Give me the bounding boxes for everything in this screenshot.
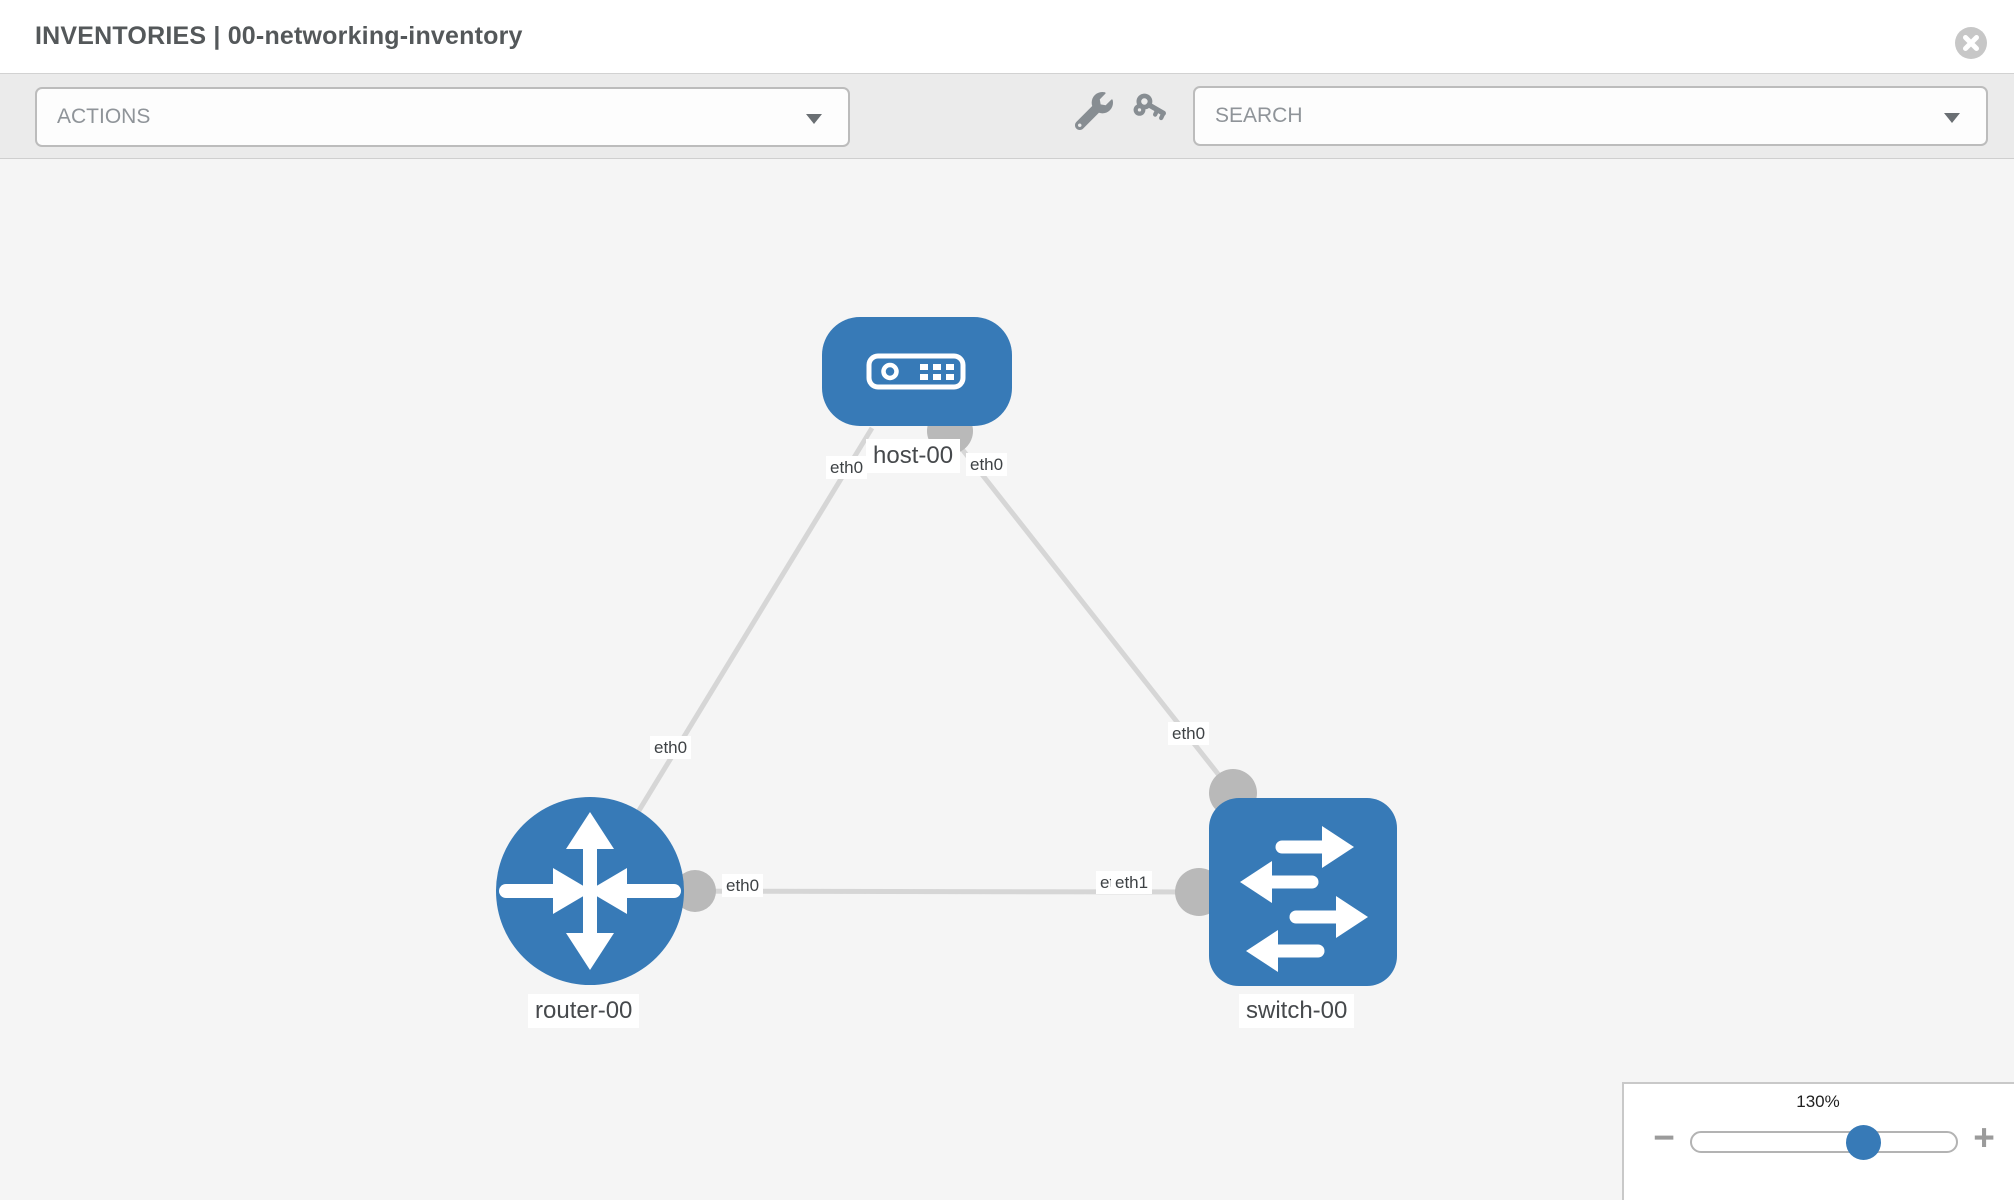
router-icon [499, 812, 681, 970]
node-switch[interactable] [1209, 798, 1397, 986]
zoom-slider[interactable] [1690, 1131, 1958, 1153]
actions-select[interactable]: ACTIONS [35, 87, 850, 147]
chevron-down-icon [1943, 111, 1961, 129]
close-button[interactable] [1954, 26, 1988, 60]
search-select-label: SEARCH [1215, 104, 1303, 127]
page-title: INVENTORIES | 00-networking-inventory [35, 22, 523, 50]
zoom-level: 130% [1796, 1092, 1840, 1111]
wrench-icon [1074, 91, 1113, 130]
node-host[interactable] [822, 317, 1012, 426]
interface-label-overlap: eth0 eth1 [1096, 871, 1176, 897]
tools-button[interactable] [1072, 90, 1116, 134]
interface-label: eth0 [722, 874, 764, 898]
interface-label: eth1 [1111, 871, 1153, 895]
close-icon [1955, 27, 1987, 59]
zoom-out-button[interactable]: − [1642, 1116, 1686, 1160]
interface-label: eth0 [826, 456, 868, 480]
search-select[interactable]: SEARCH [1193, 86, 1988, 146]
node-label-host: host-00 [866, 439, 961, 473]
actions-select-label: ACTIONS [57, 105, 151, 128]
switch-icon [1240, 826, 1368, 972]
host-icon [866, 353, 966, 390]
node-label-switch: switch-00 [1239, 994, 1355, 1028]
key-button[interactable] [1128, 90, 1172, 134]
node-router[interactable] [496, 797, 684, 985]
interface-dot [674, 870, 716, 912]
topology-canvas[interactable] [0, 159, 2014, 1200]
zoom-slider-handle[interactable] [1846, 1125, 1881, 1160]
zoom-in-button[interactable]: + [1962, 1116, 2006, 1160]
interface-label: eth0 [1168, 722, 1210, 746]
node-label-router: router-00 [528, 994, 640, 1028]
key-icon [1133, 93, 1166, 120]
interface-label: eth0 [650, 736, 692, 760]
chevron-down-icon [805, 112, 823, 130]
header: INVENTORIES | 00-networking-inventory [0, 0, 2014, 73]
interface-label: eth0 [966, 453, 1008, 477]
